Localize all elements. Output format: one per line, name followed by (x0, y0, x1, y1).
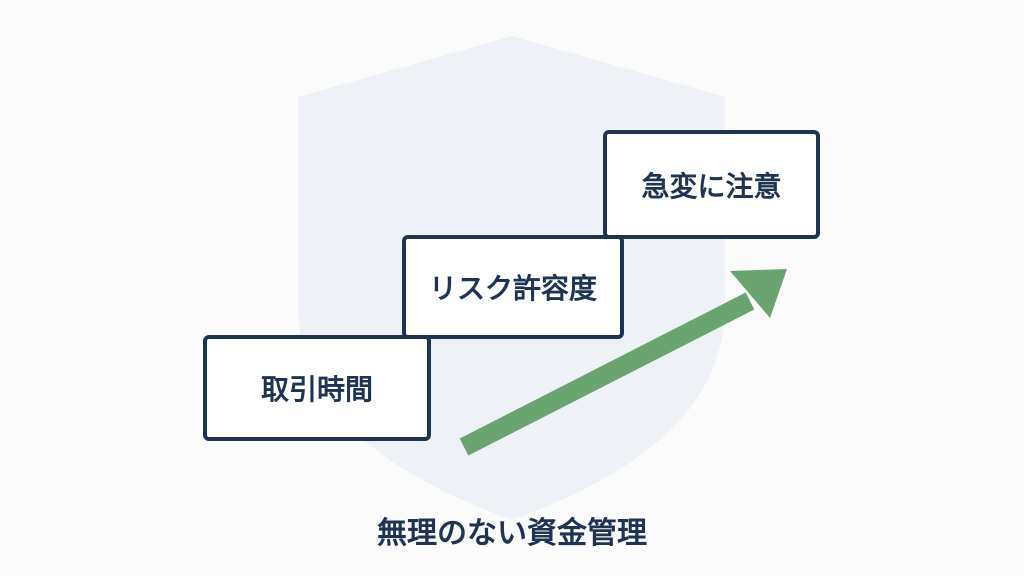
step-label-risk-tolerance: リスク許容度 (428, 272, 597, 305)
step-label-sudden-change: 急変に注意 (641, 169, 782, 203)
step-box-sudden-change: 急変に注意 (603, 130, 820, 239)
step-box-risk-tolerance: リスク許容度 (402, 235, 624, 339)
step-box-trading-hours: 取引時間 (203, 335, 431, 441)
step-label-trading-hours: 取引時間 (260, 373, 373, 406)
diagram-caption: 無理のない資金管理 (377, 516, 647, 551)
